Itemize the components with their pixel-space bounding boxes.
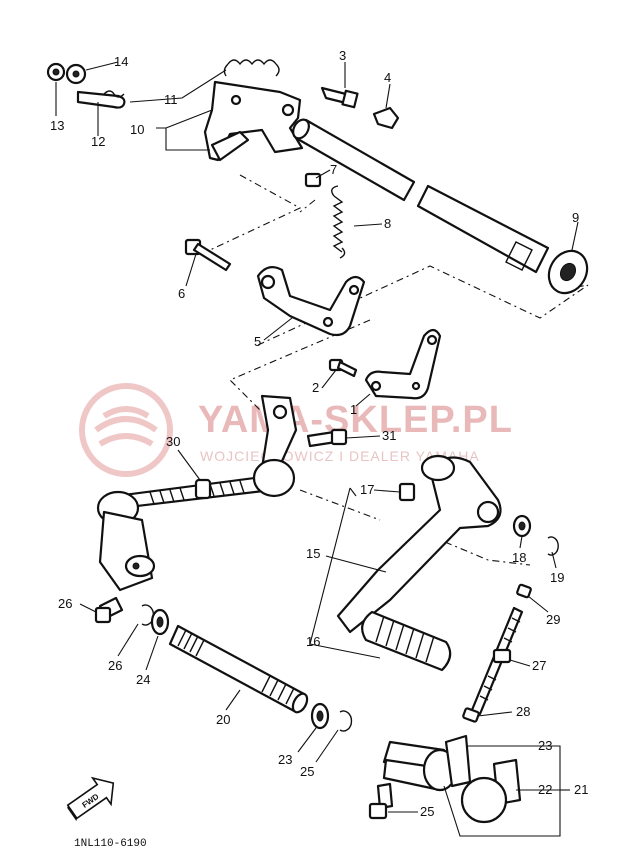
watermark-logo-ring <box>79 383 173 477</box>
callout-25-left: 26 <box>108 658 122 673</box>
callout-17: 17 <box>360 482 374 497</box>
part-10-shift-arm <box>203 80 304 162</box>
callout-23: 23 <box>538 738 552 753</box>
part-9-shift-shaft <box>292 118 589 295</box>
part-1-bracket <box>364 328 442 400</box>
part-20-shaft <box>168 624 309 714</box>
diagram-code: 1NL110-6190 <box>74 838 147 850</box>
callout-26-left: 26 <box>58 596 72 611</box>
callout-26-bottom: 25 <box>420 804 434 819</box>
callout-6: 6 <box>178 286 185 301</box>
part-31-bolt <box>306 428 348 448</box>
part-26-bolt-left <box>94 596 124 624</box>
callout-5: 5 <box>254 334 261 349</box>
part-5-lever-plate <box>256 265 366 337</box>
callout-19: 19 <box>550 570 564 585</box>
callout-18: 18 <box>512 550 526 565</box>
callout-12: 12 <box>91 134 105 149</box>
leader-lines <box>55 61 579 837</box>
callout-1: 1 <box>350 402 357 417</box>
part-12-spring <box>76 90 126 109</box>
callout-25-right: 25 <box>300 764 314 779</box>
callout-21: 21 <box>574 782 588 797</box>
part-27-adjuster-rod <box>470 606 524 716</box>
part-14-washer <box>65 63 87 85</box>
callout-8: 8 <box>384 216 391 231</box>
callout-11: 11 <box>164 92 178 107</box>
callout-3: 3 <box>339 48 346 63</box>
callout-4: 4 <box>384 70 391 85</box>
watermark-title: YAMA-SKLEP.PL <box>198 399 513 441</box>
callout-13: 13 <box>50 118 64 133</box>
callout-7: 7 <box>330 162 337 177</box>
part-8-spring <box>331 185 346 259</box>
callout-14: 14 <box>114 54 128 69</box>
part-2-screw <box>328 358 358 378</box>
callout-2: 2 <box>312 380 319 395</box>
callout-22: 22 <box>538 782 552 797</box>
forward-arrow-icon: FWD <box>66 776 115 822</box>
callout-30: 30 <box>166 434 180 449</box>
callout-29: 29 <box>546 612 560 627</box>
part-16-pedal-rubber <box>361 610 452 672</box>
part-6-bolt <box>184 238 232 272</box>
callout-24-left: 24 <box>136 672 150 687</box>
callout-numbers: 14 13 12 11 10 3 4 7 8 9 6 5 2 1 31 30 1… <box>50 48 588 819</box>
part-22-joint-ball <box>460 758 522 824</box>
part-18-washer <box>512 514 532 538</box>
callout-20: 20 <box>216 712 230 727</box>
callout-16: 16 <box>306 634 320 649</box>
callout-28: 28 <box>516 704 530 719</box>
part-3-bolt <box>320 86 359 109</box>
part-25-clip-right <box>339 710 353 732</box>
part-11-spring <box>223 59 280 77</box>
part-4-clip <box>372 106 400 130</box>
part-13-washer <box>46 62 66 82</box>
part-15-shift-pedal <box>336 454 502 634</box>
callout-24-right: 23 <box>278 752 292 767</box>
callout-15: 15 <box>306 546 320 561</box>
callout-31: 31 <box>382 428 396 443</box>
callout-10: 10 <box>130 122 144 137</box>
part-19-clip <box>547 536 559 556</box>
part-7-bolt <box>304 172 322 188</box>
guide-lines <box>209 174 589 566</box>
part-29-nut <box>516 583 532 599</box>
part-17-pivot-bolt <box>398 482 416 502</box>
callout-27: 27 <box>532 658 546 673</box>
part-23-joint-end <box>382 734 472 792</box>
part-24-washer-right <box>310 702 330 730</box>
part-28-nut <box>462 707 480 723</box>
watermark-logo-mark <box>94 406 158 447</box>
part-30-shift-rod <box>96 394 298 592</box>
callout-9: 9 <box>572 210 579 225</box>
part-24-washer-left <box>150 608 170 636</box>
part-26-bolt-bottom <box>368 782 394 820</box>
